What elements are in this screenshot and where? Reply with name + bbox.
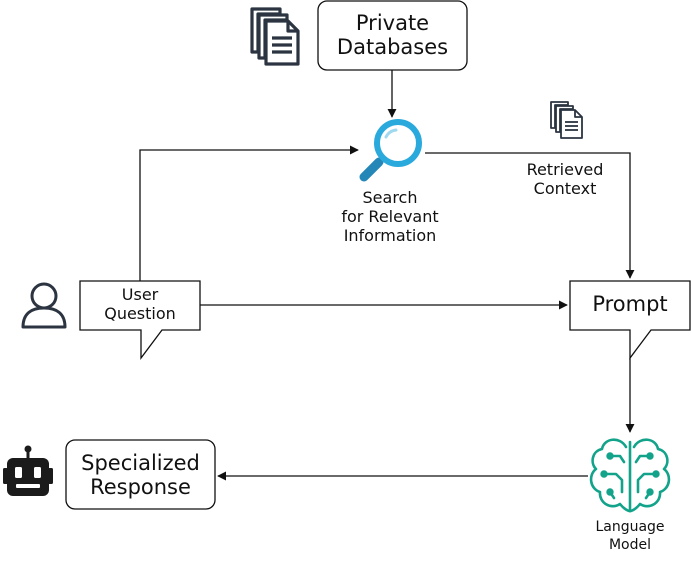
retrieved-context-label: Retrieved Context bbox=[526, 160, 604, 198]
specialized-response-box bbox=[65, 439, 216, 510]
brain-circuit-icon bbox=[589, 438, 671, 513]
user-question-bubble bbox=[79, 280, 201, 360]
search-label: Search for Relevant Information bbox=[341, 188, 439, 245]
documents-icon bbox=[250, 7, 300, 66]
private-databases-box bbox=[317, 0, 468, 71]
arrow-search-to-prompt bbox=[425, 152, 635, 279]
arrow-question-to-search bbox=[139, 145, 359, 281]
prompt-label: Prompt bbox=[592, 292, 668, 316]
documents-icon-small bbox=[550, 101, 583, 139]
magnifier-icon bbox=[359, 119, 422, 182]
prompt-bubble bbox=[569, 280, 691, 360]
user-question-label: User Question bbox=[104, 285, 176, 323]
private-databases-label: Private Databases bbox=[336, 11, 449, 59]
language-model-label: Language Model bbox=[595, 519, 665, 553]
user-icon bbox=[21, 282, 67, 329]
robot-icon bbox=[3, 445, 53, 496]
specialized-response-label: Specialized Response bbox=[81, 451, 200, 499]
